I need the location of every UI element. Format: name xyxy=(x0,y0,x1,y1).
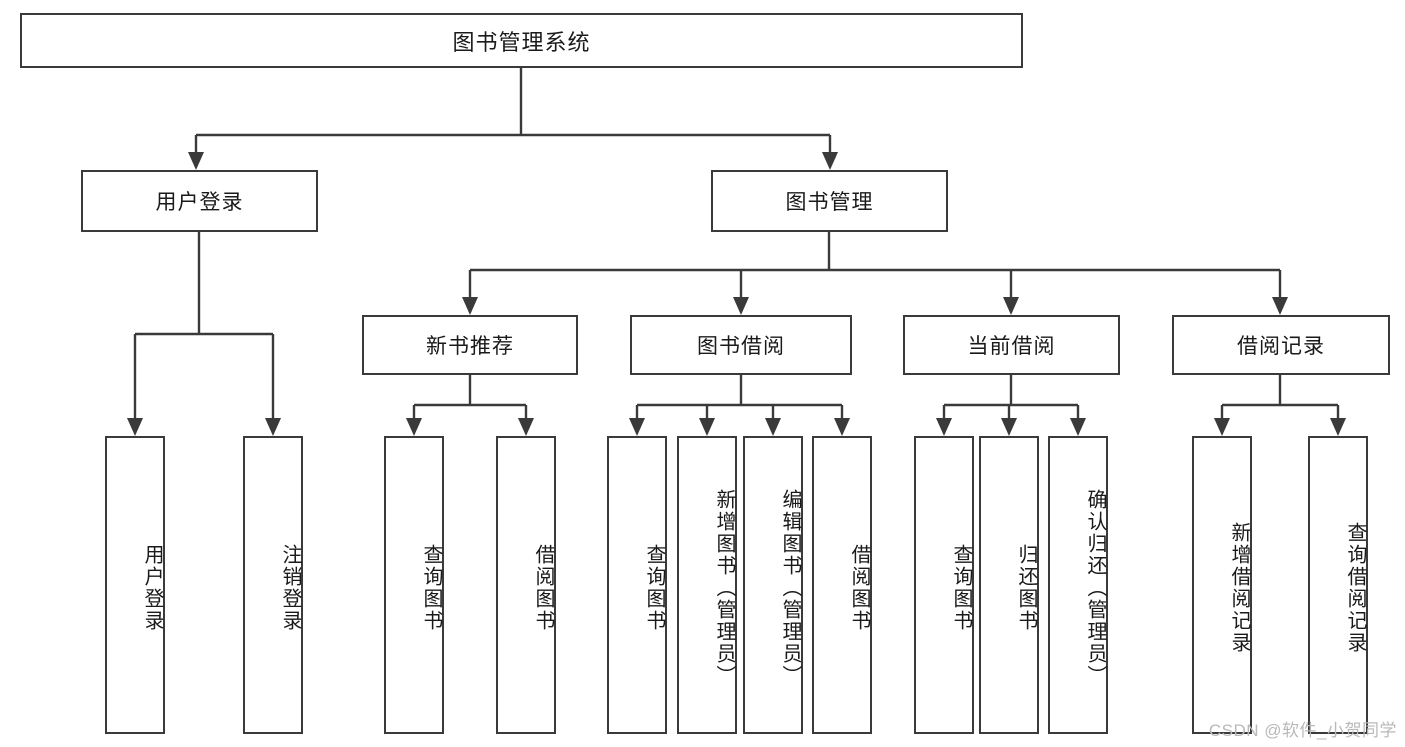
node-leaf-query-book-3[interactable]: 查询图书 xyxy=(914,436,974,734)
arrowhead-leaf-borrow-book-2 xyxy=(834,418,850,436)
node-leaf-confirm-return[interactable]: 确认归还（管理员） xyxy=(1048,436,1108,734)
arrowhead-leaf-borrow-book-1 xyxy=(518,418,534,436)
arrowhead-leaf-add-borrow-record xyxy=(1214,418,1230,436)
node-user-login[interactable]: 用户登录 xyxy=(81,170,318,232)
node-new-book-recommend[interactable]: 新书推荐 xyxy=(362,315,578,375)
arrowhead-leaf-query-book-3 xyxy=(936,418,952,436)
node-leaf-user-login[interactable]: 用户登录 xyxy=(105,436,165,734)
node-leaf-edit-book[interactable]: 编辑图书（管理员） xyxy=(743,436,803,734)
arrowhead-leaf-query-book-2 xyxy=(629,418,645,436)
arrowhead-leaf-add-book xyxy=(699,418,715,436)
arrowhead-user-login xyxy=(188,152,204,170)
arrowhead-leaf-user-login xyxy=(127,418,143,436)
node-leaf-return-book[interactable]: 归还图书 xyxy=(979,436,1039,734)
watermark-text: CSDN @软件_小贺同学 xyxy=(1208,721,1397,740)
arrowhead-leaf-query-borrow-record xyxy=(1330,418,1346,436)
arrowhead-leaf-logout-login xyxy=(265,418,281,436)
node-leaf-logout-login[interactable]: 注销登录 xyxy=(243,436,303,734)
arrowhead-book-borrow xyxy=(733,297,749,315)
arrowhead-borrow-record xyxy=(1272,297,1288,315)
node-leaf-query-borrow-record[interactable]: 查询借阅记录 xyxy=(1308,436,1368,734)
arrowhead-book-management xyxy=(822,152,838,170)
node-leaf-add-borrow-record[interactable]: 新增借阅记录 xyxy=(1192,436,1252,734)
node-leaf-query-book-1[interactable]: 查询图书 xyxy=(384,436,444,734)
node-book-management[interactable]: 图书管理 xyxy=(711,170,948,232)
node-leaf-borrow-book-1[interactable]: 借阅图书 xyxy=(496,436,556,734)
node-leaf-query-book-2[interactable]: 查询图书 xyxy=(607,436,667,734)
arrowhead-leaf-query-book-1 xyxy=(406,418,422,436)
node-leaf-borrow-book-2[interactable]: 借阅图书 xyxy=(812,436,872,734)
arrowhead-current-borrow xyxy=(1003,297,1019,315)
node-borrow-record[interactable]: 借阅记录 xyxy=(1172,315,1390,375)
arrowhead-leaf-return-book xyxy=(1001,418,1017,436)
node-book-management-system[interactable]: 图书管理系统 xyxy=(20,13,1023,68)
node-leaf-add-book[interactable]: 新增图书（管理员） xyxy=(677,436,737,734)
node-current-borrow[interactable]: 当前借阅 xyxy=(903,315,1120,375)
node-book-borrow[interactable]: 图书借阅 xyxy=(630,315,852,375)
arrowhead-leaf-edit-book xyxy=(765,418,781,436)
arrowhead-leaf-confirm-return xyxy=(1070,418,1086,436)
arrowhead-new-book-recommend xyxy=(462,297,478,315)
